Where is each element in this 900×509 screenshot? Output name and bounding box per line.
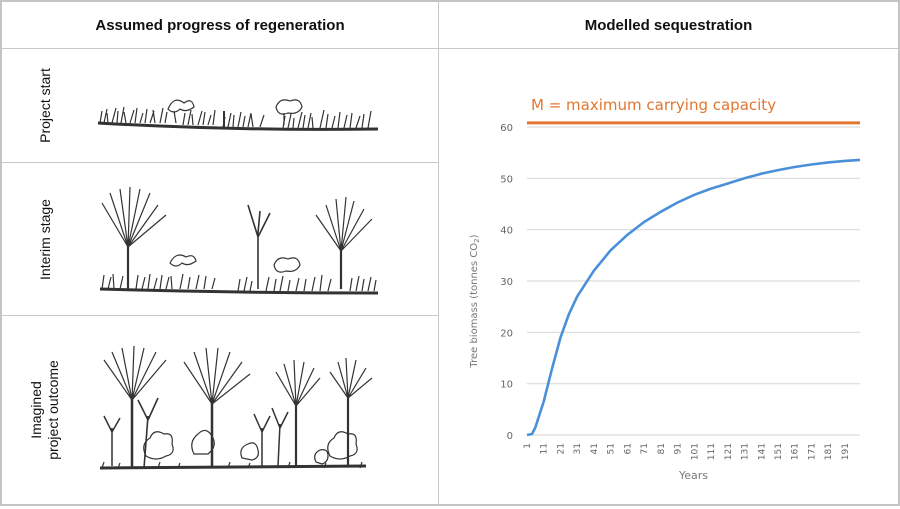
- x-tick-label: 21: [556, 443, 566, 454]
- x-tick-label: 31: [573, 443, 583, 454]
- header-sequestration: Modelled sequestration: [439, 2, 898, 49]
- x-tick-label: 71: [640, 443, 650, 454]
- y-tick-label: 0: [507, 431, 513, 442]
- y-tick-label: 60: [500, 123, 513, 134]
- x-tick-label: 131: [741, 443, 751, 460]
- x-axis-label: Years: [678, 469, 708, 482]
- carrying-capacity-label: M = maximum carrying capacity: [531, 96, 776, 114]
- x-tick-label: 141: [757, 443, 767, 460]
- x-tick-label: 51: [607, 443, 617, 454]
- header-regeneration: Assumed progress of regeneration: [2, 2, 438, 49]
- row-label: Imagined project outcome: [28, 360, 62, 460]
- y-tick-label: 50: [500, 174, 513, 185]
- x-tick-label: 41: [590, 443, 600, 454]
- y-axis-label: Tree biomass (tonnes CO2): [469, 234, 481, 368]
- row-label: Project start: [36, 68, 53, 143]
- young-trees-sketch: [88, 163, 438, 315]
- row-imagined-outcome: Imagined project outcome: [2, 316, 438, 504]
- grass-and-shrubs-sketch: [88, 49, 438, 162]
- x-tick-label: 171: [807, 443, 817, 460]
- column-divider: [438, 2, 439, 504]
- y-tick-label: 30: [500, 277, 513, 288]
- x-tick-label: 81: [657, 443, 667, 454]
- x-tick-label: 151: [774, 443, 784, 460]
- x-tick-label: 61: [623, 443, 633, 454]
- row-interim-stage: Interim stage: [2, 163, 438, 316]
- x-tick-label: 91: [674, 443, 684, 454]
- y-tick-label: 40: [500, 226, 513, 237]
- x-tick-label: 1: [523, 443, 533, 449]
- mature-forest-sketch: [88, 316, 438, 504]
- x-tick-label: 181: [824, 443, 834, 460]
- x-tick-label: 161: [791, 443, 801, 460]
- row-label: Interim stage: [36, 198, 53, 280]
- x-tick-label: 111: [707, 443, 717, 460]
- biomass-series-line: [526, 158, 861, 437]
- x-tick-label: 11: [540, 443, 550, 454]
- x-tick-label: 191: [841, 443, 851, 460]
- row-project-start: Project start: [2, 49, 438, 163]
- x-tick-label: 121: [724, 443, 734, 460]
- y-tick-label: 10: [500, 380, 513, 391]
- x-tick-label: 101: [690, 443, 700, 460]
- y-tick-label: 20: [500, 328, 513, 339]
